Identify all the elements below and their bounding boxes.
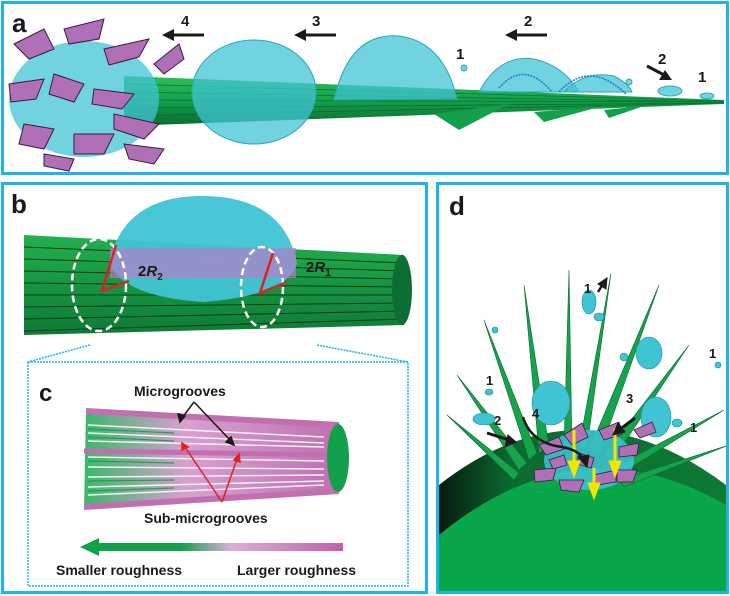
purple-ribbons (533, 421, 657, 493)
purple-ribbons (8, 18, 185, 172)
panel-label-b: b (11, 189, 27, 219)
sub-microgroove-pointers (181, 441, 241, 503)
arrow-step-4 (162, 29, 204, 41)
panel-a-illustration: 4 3 2 1 2 1 (8, 13, 725, 172)
panel-d-illustration: 1 1 1 1 2 3 4 (439, 269, 726, 591)
step-label-1-top: 1 (584, 281, 591, 296)
direction-arrows (486, 277, 636, 469)
panel-c-frame (27, 361, 409, 587)
wetted-band (110, 248, 296, 278)
step-label-2b: 2 (658, 51, 666, 68)
arrow-step-3 (612, 416, 636, 436)
step-label-1-right-lower: 1 (690, 420, 697, 435)
sub-microgrooves-label: Sub-microgrooves (144, 510, 268, 526)
fiber-barbs (434, 104, 644, 130)
contact-angle-1 (257, 252, 288, 296)
arrow-step-2-diag (646, 64, 672, 80)
panel-d: d (436, 182, 729, 594)
droplet-small-2 (562, 74, 633, 93)
arrow-step-4 (521, 416, 590, 469)
larger-roughness-label: Larger roughness (237, 562, 357, 578)
cross-section-small (239, 245, 285, 329)
panel-a: a (1, 1, 729, 175)
arrow-step-2 (486, 431, 517, 448)
panel-label-d: d (449, 191, 465, 221)
yellow-arrow-center (587, 468, 601, 501)
droplet-tiny-2 (699, 92, 715, 100)
step-label-1a: 1 (456, 46, 464, 63)
step-label-4: 4 (181, 13, 190, 30)
arrow-step-3 (294, 29, 336, 41)
cross-section-large (70, 237, 128, 333)
microgrooves-label: Microgrooves (134, 383, 226, 399)
step-label-3: 3 (312, 13, 320, 30)
smaller-roughness-label: Smaller roughness (56, 562, 183, 578)
microgroove-pointers (176, 401, 236, 447)
base-sphere (439, 468, 726, 591)
droplet-tiny-1 (657, 85, 683, 97)
panel-label-a: a (12, 8, 27, 38)
zoom-connector-left (27, 344, 91, 363)
arrow-step-1-top (596, 277, 608, 293)
panel-b-illustration: 2R2 2R1 (23, 195, 412, 587)
arrow-step-2 (505, 29, 547, 41)
roughness-arrowhead (80, 538, 99, 556)
radius-label-2r1: 2R1 (306, 259, 331, 279)
panel-b: b (1, 182, 428, 594)
zoom-connector-right (316, 344, 409, 363)
microgroove-fiber (83, 408, 349, 510)
droplets (191, 35, 715, 145)
fiber-end (392, 255, 412, 325)
droplet-large (191, 39, 317, 145)
step-label-1-left: 1 (486, 373, 493, 388)
step-label-1-right-upper: 1 (709, 346, 716, 361)
direction-arrows (162, 29, 672, 80)
droplet-mid (333, 35, 458, 101)
step-label-1b: 1 (698, 69, 706, 86)
step-label-2: 2 (524, 13, 532, 30)
step-label-4: 4 (532, 406, 540, 421)
coalescence-arcs (498, 73, 627, 95)
panel-label-c: c (39, 380, 53, 407)
step-label-3: 3 (626, 391, 633, 406)
step-label-2: 2 (494, 413, 501, 428)
roughness-gradient-bar (94, 543, 343, 551)
radius-label-2r2: 2R2 (138, 263, 163, 283)
yellow-arrow-left (567, 430, 581, 479)
contact-angle-2 (100, 244, 130, 294)
